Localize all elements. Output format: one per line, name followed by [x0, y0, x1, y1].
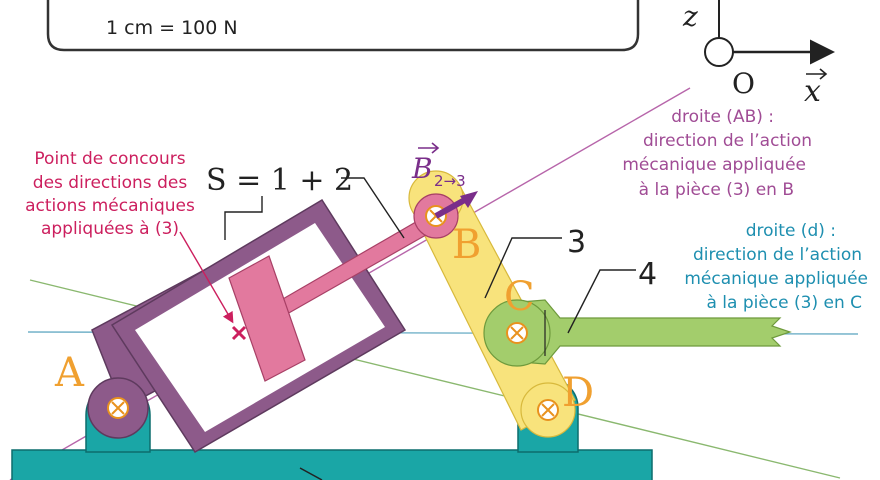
- droite-ab-annotation: droite (AB) : direction de l’action méca…: [622, 107, 812, 200]
- point-c-label: C: [504, 274, 535, 320]
- scale-box: 1 cm = 100 N: [46, 0, 640, 52]
- concours-line-4: appliquées à (3): [41, 219, 179, 239]
- system-label: S = 1 + 2: [206, 163, 353, 198]
- droite-d-line-2: direction de l’action: [693, 245, 862, 265]
- vector-b-overarrow: [418, 142, 440, 154]
- z-label: z: [682, 0, 698, 33]
- part-4-label: 4: [638, 257, 657, 292]
- origin-circle: [704, 37, 734, 67]
- base-tick: [299, 467, 323, 480]
- concours-annotation: Point de concours des directions des act…: [25, 149, 195, 239]
- concours-line-3: actions mécaniques: [25, 196, 195, 216]
- base-plate: [11, 449, 653, 480]
- vector-b-head: [460, 191, 478, 208]
- droite-ab-line-1: droite (AB) :: [671, 107, 774, 127]
- droite-d-line-4: à la pièce (3) en C: [706, 293, 862, 313]
- part-3-label: 3: [567, 225, 586, 260]
- droite-d-line-3: mécanique appliquée: [684, 269, 868, 289]
- leader-4: [567, 269, 636, 334]
- origin-label: O: [732, 67, 755, 100]
- concours-line-1: Point de concours: [34, 149, 185, 169]
- pin-a: [107, 397, 129, 419]
- x-vector-arrow: [806, 68, 828, 80]
- concurrency-pointer: [179, 231, 234, 324]
- concours-line-2: des directions des: [33, 173, 188, 193]
- vector-b-label: B 2→3: [411, 142, 466, 190]
- point-b-label: B: [452, 222, 481, 268]
- point-a-label: A: [54, 350, 85, 396]
- point-d-label: D: [562, 370, 594, 416]
- pin-d: [537, 399, 559, 421]
- leader-3: [484, 237, 562, 299]
- droite-ab-line-3: mécanique appliquée: [622, 155, 806, 175]
- part-4: [519, 299, 792, 365]
- pin-c: [506, 322, 528, 344]
- droite-d-annotation: droite (d) : direction de l’action mécan…: [684, 221, 868, 313]
- droite-d-line-1: droite (d) :: [746, 221, 836, 241]
- leader-s-left: [224, 196, 263, 240]
- droite-ab-line-2: direction de l’action: [643, 131, 812, 151]
- axes-frame: z O x: [682, 0, 835, 109]
- droite-ab-line-4: à la pièce (3) en B: [639, 180, 794, 200]
- x-label: x: [804, 74, 821, 109]
- concurrency-cross: [231, 325, 247, 341]
- scale-text: 1 cm = 100 N: [106, 17, 238, 39]
- leader-s: [341, 177, 405, 239]
- vector-b-symbol: B: [411, 152, 433, 185]
- vector-b-subscript: 2→3: [434, 172, 466, 190]
